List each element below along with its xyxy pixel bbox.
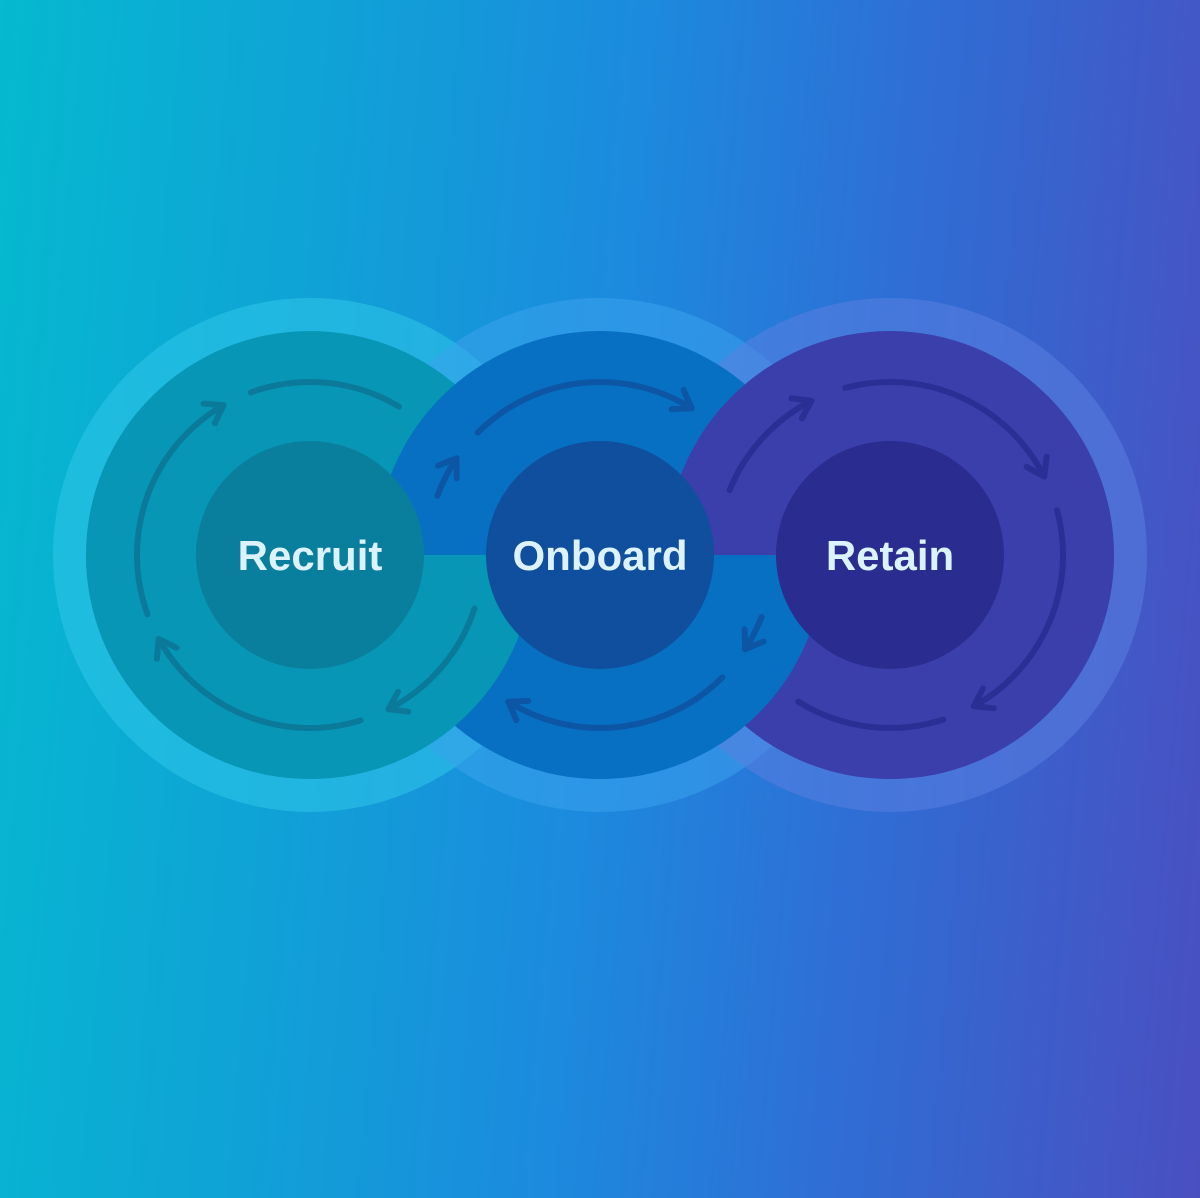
cycle-arrow [842, 379, 1048, 480]
stage-label-onboard: Onboard [513, 532, 688, 579]
cycle-arrow [726, 397, 815, 494]
cycle-arc [247, 379, 403, 410]
stage-label-recruit: Recruit [238, 532, 383, 579]
inner-circle-onboard [486, 441, 714, 669]
cycle-arrow [505, 674, 726, 731]
inner-layer [196, 441, 1004, 669]
arrowhead-icon [970, 685, 997, 712]
cycle-arrow [474, 379, 695, 436]
arrowhead-icon [1023, 453, 1050, 480]
arrowhead-icon [505, 697, 532, 724]
cycle-arrow [155, 635, 364, 731]
arrowhead-icon [385, 688, 412, 715]
cycle-arc [795, 698, 947, 731]
arrowhead-icon [788, 395, 815, 422]
cycle-arrow [385, 605, 478, 713]
arrowhead-icon [668, 386, 695, 413]
cycle-arrow [970, 555, 1066, 710]
arrowhead-icon [153, 635, 180, 662]
cycle-arrow [134, 555, 151, 618]
arrowhead-icon [741, 626, 767, 653]
arrowhead-icon [200, 400, 227, 427]
stage-label-retain: Retain [826, 532, 954, 579]
inner-circle-retain [776, 441, 1004, 669]
inner-circle-recruit [196, 441, 424, 669]
arrowhead-icon [434, 455, 460, 482]
